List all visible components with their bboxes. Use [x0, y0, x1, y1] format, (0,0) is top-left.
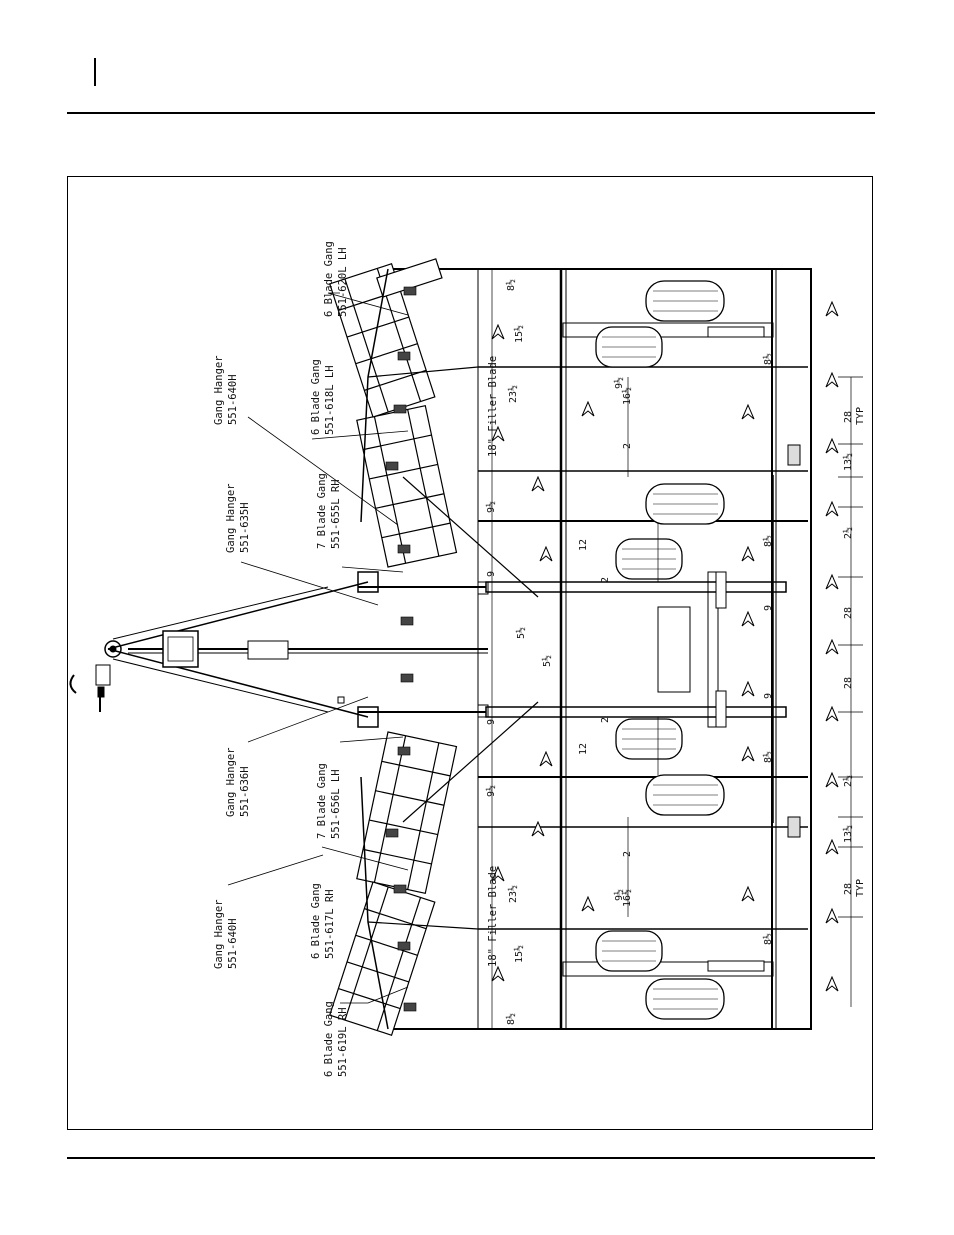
- callouts: 6 Blade Gang 551-620L LH Gang Hanger 551…: [213, 241, 499, 1077]
- callout-hanger-640-bottom-line1: Gang Hanger: [213, 899, 225, 969]
- dim-inner-4: 8½: [762, 751, 774, 763]
- diagram-frame: 6 Blade Gang 551-620L LH Gang Hanger 551…: [67, 176, 873, 1130]
- dim-right-2: 13½: [842, 453, 854, 471]
- leader-lines: [227, 292, 409, 1004]
- callout-hanger-635-line2: 551-635H: [239, 502, 251, 553]
- callout-hanger-635-line1: Gang Hanger: [225, 483, 237, 553]
- callout-gang-656-line1: 7 Blade Gang: [316, 763, 328, 839]
- filler-blade-label-top: 18" Filler Blade: [487, 356, 499, 457]
- callout-gang-620-line2: 551-620L LH: [337, 247, 349, 317]
- dim-inner-0: 8½: [762, 353, 774, 365]
- dimensions: 28 TYP 13½ 2½ 28 28 2½ 13½ 28 TYP 8½ 8½ …: [485, 279, 866, 1025]
- dim-forward-6: 9: [486, 719, 497, 725]
- callout-hanger-640-top-line2: 551-640H: [227, 374, 239, 425]
- blade-hubs: [385, 286, 417, 1012]
- callout-gang-617-line1: 6 Blade Gang: [310, 883, 322, 959]
- callout-gang-655-line2: 551-655L RH: [330, 479, 342, 549]
- callout-gang-620-line1: 6 Blade Gang: [323, 241, 335, 317]
- dim-right-3: 2½: [842, 527, 854, 539]
- dim-right-8: 28: [843, 883, 854, 895]
- dim-right-4: 28: [843, 607, 854, 619]
- dim-rank-6: 2: [622, 851, 633, 857]
- wheel-treads: [602, 290, 718, 1010]
- main-frame: [357, 268, 812, 1030]
- dim-rank-1: 2: [622, 443, 633, 449]
- implement-drawing: 6 Blade Gang 551-620L LH Gang Hanger 551…: [69, 241, 866, 1077]
- dim-forward-1: 23½: [507, 385, 519, 403]
- dim-front-1: 15½: [513, 325, 525, 343]
- dim-right-5: 28: [843, 677, 854, 689]
- dim-forward-9: 9½: [613, 889, 625, 901]
- callout-hanger-640-top-line1: Gang Hanger: [213, 355, 225, 425]
- dim-front-2: 15½: [513, 945, 525, 963]
- dimension-lines: [491, 269, 863, 1029]
- callout-gang-618-line2: 551-618L LH: [324, 365, 336, 435]
- dim-forward-3: 9: [486, 571, 497, 577]
- dim-forward-8: 23½: [507, 885, 519, 903]
- filler-blade-label-bottom: 18" Filler Blade: [487, 866, 499, 967]
- dim-rank-5: 12: [578, 743, 589, 755]
- callout-gang-655-line1: 7 Blade Gang: [316, 473, 328, 549]
- dim-right-6: 2½: [842, 775, 854, 787]
- dim-rank-4: 2: [600, 717, 611, 723]
- dim-forward-7: 9½: [485, 785, 497, 797]
- dim-front-3: 8½: [505, 1013, 517, 1025]
- header-tick: [94, 58, 96, 86]
- callout-hanger-636-line1: Gang Hanger: [225, 747, 237, 817]
- dim-inner-5: 8½: [762, 933, 774, 945]
- callout-gang-618-line1: 6 Blade Gang: [310, 359, 322, 435]
- dim-forward-2: 9½: [613, 377, 625, 389]
- dim-forward-4: 5½: [515, 627, 527, 639]
- footer-rule: [67, 1157, 875, 1159]
- callout-hanger-636-line2: 551-636H: [239, 766, 251, 817]
- dim-front-0: 8½: [505, 279, 517, 291]
- dim-inner-1: 8½: [762, 535, 774, 547]
- callout-gang-617-line2: 551-617L RH: [324, 889, 336, 959]
- dim-inner-3: 9: [763, 693, 774, 699]
- dim-rank-3: 2: [600, 577, 611, 583]
- dim-rank-2: 12: [578, 539, 589, 551]
- tongue-hitch: [69, 581, 488, 718]
- dim-right-0: 28: [843, 411, 854, 423]
- shanks: [491, 300, 839, 992]
- callout-gang-619-line1: 6 Blade Gang: [323, 1001, 335, 1077]
- dim-forward-5: 5½: [541, 655, 553, 667]
- wheels: [595, 280, 725, 1020]
- cylinders: [707, 326, 801, 972]
- callout-hanger-640-bottom-line2: 551-640H: [227, 918, 239, 969]
- header-rule: [67, 112, 875, 114]
- dim-right-7: 13½: [842, 825, 854, 843]
- dim-forward-0: 9½: [485, 501, 497, 513]
- callout-gang-656-line2: 551-656L LH: [330, 769, 342, 839]
- dim-right-1: TYP: [855, 407, 866, 425]
- callout-gang-619-line2: 551-619L RH: [337, 1007, 349, 1077]
- dim-inner-2: 9: [763, 605, 774, 611]
- dim-rank-0: 16½: [621, 387, 633, 405]
- gang-frames: [328, 258, 539, 1036]
- dim-right-9: TYP: [855, 879, 866, 897]
- hitch-ring: [104, 640, 122, 658]
- dim-rank-7: 16½: [621, 889, 633, 907]
